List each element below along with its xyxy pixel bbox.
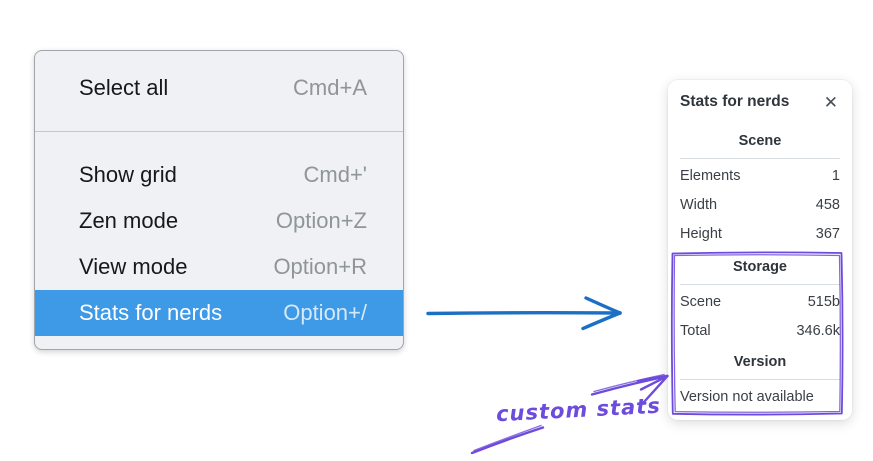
menu-item-shortcut: Option+R [273, 254, 367, 279]
stat-label: Elements [680, 167, 741, 184]
menu-item-label: Stats for nerds [79, 300, 223, 325]
stat-row-elements: Elements 1 [680, 161, 840, 190]
menu-item-label: Zen mode [79, 208, 179, 233]
section-divider [680, 158, 840, 159]
stat-row-total-storage: Total 346.6k [680, 316, 840, 345]
stat-label: Total [680, 322, 711, 339]
stats-panel-header: Stats for nerds ✕ [680, 90, 840, 114]
context-menu: Select all Cmd+A Show grid Cmd+' Zen mod… [34, 50, 404, 350]
menu-item-show-grid[interactable]: Show grid Cmd+' [35, 152, 403, 198]
stat-value: 1 [831, 167, 840, 184]
menu-item-view-mode[interactable]: View mode Option+R [35, 244, 403, 290]
arrow-menu-to-panel-icon [426, 296, 622, 331]
menu-item-label: View mode [79, 254, 188, 279]
menu-item-shortcut: Cmd+A [293, 75, 367, 100]
stat-value: 346.6k [796, 322, 840, 339]
menu-item-select-all[interactable]: Select all Cmd+A [35, 65, 403, 111]
section-header-version: Version [733, 354, 787, 370]
section-header-scene: Scene [738, 133, 782, 149]
stat-label: Width [680, 196, 718, 213]
stat-row-scene-storage: Scene 515b [680, 287, 840, 316]
stat-label: Height [680, 225, 722, 242]
section-divider [680, 379, 840, 380]
panel-title: Stats for nerds [680, 93, 790, 110]
section-divider [680, 284, 840, 285]
menu-item-shortcut: Option+Z [275, 208, 367, 233]
annotation-label: custom stats [495, 393, 662, 427]
section-header-storage: Storage [733, 259, 787, 275]
menu-item-shortcut: Cmd+' [303, 162, 368, 187]
menu-item-label: Show grid [79, 162, 177, 187]
stat-row-height: Height 367 [680, 219, 840, 248]
menu-item-label: Select all [79, 75, 169, 100]
menu-item-shortcut: Option+/ [283, 300, 367, 325]
stat-label: Scene [680, 293, 722, 310]
stat-value: 458 [815, 196, 840, 213]
menu-item-zen-mode[interactable]: Zen mode Option+Z [35, 198, 403, 244]
stat-value: 367 [815, 225, 840, 242]
stat-row-width: Width 458 [680, 190, 840, 219]
menu-divider [35, 131, 403, 132]
menu-item-stats-for-nerds[interactable]: Stats for nerds Option+/ [35, 290, 403, 336]
version-message: Version not available [680, 389, 814, 405]
close-icon[interactable]: ✕ [823, 92, 838, 112]
stat-value: 515b [807, 293, 840, 310]
stats-panel: Stats for nerds ✕ Scene Elements 1 Width… [668, 80, 852, 420]
